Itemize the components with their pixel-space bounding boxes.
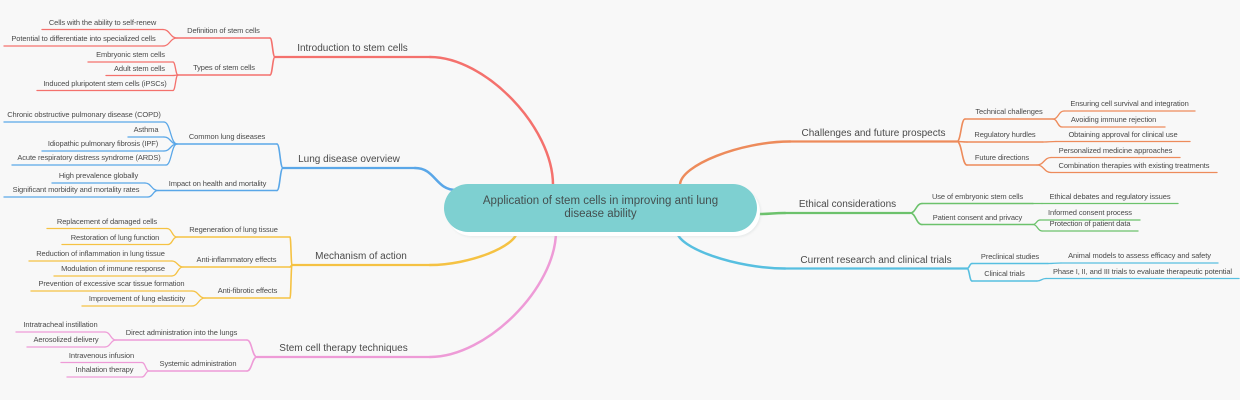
node-systemic-administration[interactable]: Systemic administration (159, 359, 237, 368)
link-improvement-of-lung-elasticity (191, 297, 206, 307)
link-combination-therapies-with-existing-treatm (1036, 164, 1052, 174)
link-significant-morbidity-and-mortality-rates (147, 189, 159, 198)
node-avoiding-immune-rejection[interactable]: Avoiding immune rejection (1070, 115, 1157, 124)
node-stem-cell-therapy-techniques[interactable]: Stem cell therapy techniques (279, 343, 408, 354)
link-modulation-of-immune-response (171, 266, 184, 277)
node-impact-on-health-and-mortality[interactable]: Impact on health and mortality (168, 178, 267, 188)
node-lung-disease-overview[interactable]: Lung disease overview (298, 154, 400, 165)
node-cells-with-the-ability-to-self-renew[interactable]: Cells with the ability to self-renew (48, 17, 157, 27)
node-technical-challenges[interactable]: Technical challenges (975, 107, 1043, 116)
link-common-lung-diseases (276, 143, 284, 169)
node-direct-administration-into-the-lungs[interactable]: Direct administration into the lungs (125, 328, 238, 337)
node-animal-models-to-assess-efficacy-and-safet[interactable]: Animal models to assess efficacy and saf… (1068, 251, 1211, 260)
link-impact-on-health-and-mortality (276, 167, 284, 192)
link-direct-administration-into-the-lungs (246, 339, 258, 358)
node-improvement-of-lung-elasticity[interactable]: Improvement of lung elasticity (88, 294, 186, 303)
link-central-lung-disease (413, 166, 458, 192)
node-obtaining-approval-for-clinical-use[interactable]: Obtaining approval for clinical use (1068, 129, 1178, 139)
node-current-research-and-clinical-trials[interactable]: Current research and clinical trials (800, 254, 952, 266)
link-types-of-stem-cells (269, 56, 276, 76)
node-significant-morbidity-and-mortality-rates[interactable]: Significant morbidity and mortality rate… (12, 185, 140, 194)
link-central-challenges (678, 140, 792, 187)
node-future-directions[interactable]: Future directions (974, 153, 1030, 162)
node-asthma[interactable]: Asthma (133, 125, 159, 134)
node-idiopathic-pulmonary-fibrosis-ipf[interactable]: Idiopathic pulmonary fibrosis (IPF) (47, 139, 159, 148)
node-modulation-of-immune-response[interactable]: Modulation of immune response (61, 264, 165, 273)
node-aerosolized-delivery[interactable]: Aerosolized delivery (33, 335, 99, 344)
node-preclinical-studies[interactable]: Preclinical studies (980, 251, 1040, 261)
link-technical-challenges (956, 118, 966, 143)
node-phase-i-ii-and-iii-trials-to-evaluate-ther[interactable]: Phase I, II, and III trials to evaluate … (1052, 266, 1232, 276)
link-central-introduction (428, 55, 555, 187)
link-aerosolized-delivery (104, 339, 117, 348)
node-introduction-to-stem-cells[interactable]: Introduction to stem cells (297, 43, 408, 54)
link-informed-consent-process (1032, 219, 1041, 226)
node-embryonic-stem-cells[interactable]: Embryonic stem cells (96, 50, 165, 59)
node-personalized-medicine-approaches[interactable]: Personalized medicine approaches (1058, 145, 1173, 155)
link-future-directions (956, 140, 968, 166)
node-potential-to-differentiate-into-specialize[interactable]: Potential to differentiate into speciali… (11, 34, 156, 43)
node-protection-of-patient-data[interactable]: Protection of patient data (1049, 219, 1131, 228)
node-induced-pluripotent-stem-cells-ipscs[interactable]: Induced pluripotent stem cells (iPSCs) (43, 78, 167, 88)
link-acute-respiratory-distress-syndrome-ards (165, 143, 178, 166)
node-patient-consent-and-privacy[interactable]: Patient consent and privacy (932, 212, 1023, 222)
link-potential-to-differentiate-into-specialize (162, 37, 178, 47)
central-topic-label: Application of stem cells in improving a… (482, 195, 719, 220)
link-regeneration-of-lung-tissue (289, 236, 293, 266)
node-anti-inflammatory-effects[interactable]: Anti-inflammatory effects (196, 255, 277, 264)
link-intratracheal-instillation (104, 331, 117, 341)
node-restoration-of-lung-function[interactable]: Restoration of lung function (70, 232, 160, 242)
node-regeneration-of-lung-tissue[interactable]: Regeneration of lung tissue (189, 225, 278, 234)
node-chronic-obstructive-pulmonary-disease-copd[interactable]: Chronic obstructive pulmonary disease (C… (7, 110, 161, 119)
node-adult-stem-cells[interactable]: Adult stem cells (114, 63, 165, 73)
link-cells-with-the-ability-to-self-renew (162, 28, 178, 39)
link-central-research (675, 229, 787, 270)
node-informed-consent-process[interactable]: Informed consent process (1048, 208, 1132, 217)
link-avoiding-immune-rejection (1052, 118, 1063, 128)
node-acute-respiratory-distress-syndrome-ards[interactable]: Acute respiratory distress syndrome (ARD… (17, 153, 161, 162)
node-use-of-embryonic-stem-cells[interactable]: Use of embryonic stem cells (931, 191, 1024, 201)
link-central-therapy-techniques (428, 229, 558, 359)
node-high-prevalence-globally[interactable]: High prevalence globally (58, 171, 139, 180)
node-ethical-considerations[interactable]: Ethical considerations (798, 199, 897, 210)
node-prevention-of-excessive-scar-tissue-format[interactable]: Prevention of excessive scar tissue form… (38, 279, 185, 288)
link-obtaining-approval-for-clinical-use (1042, 140, 1057, 143)
link-replacement-of-damaged-cells (166, 227, 178, 238)
node-mechanism-of-action[interactable]: Mechanism of action (315, 251, 407, 262)
link-animal-models-to-assess-efficacy-and-safet (1047, 262, 1062, 265)
node-ethical-debates-and-regulatory-issues[interactable]: Ethical debates and regulatory issues (1049, 191, 1171, 201)
node-types-of-stem-cells[interactable]: Types of stem cells (193, 63, 255, 72)
link-systemic-administration (246, 356, 258, 372)
link-phase-i-ii-and-iii-trials-to-evaluate-ther (1036, 277, 1047, 282)
node-inhalation-therapy[interactable]: Inhalation therapy (75, 365, 134, 374)
link-intravenous-infusion (141, 361, 150, 372)
link-restoration-of-lung-function (167, 236, 178, 246)
node-definition-of-stem-cells[interactable]: Definition of stem cells (187, 26, 260, 35)
node-intravenous-infusion[interactable]: Intravenous infusion (68, 350, 135, 360)
link-anti-fibrotic-effects (289, 264, 293, 299)
link-patient-consent-and-privacy (909, 212, 923, 226)
node-replacement-of-damaged-cells[interactable]: Replacement of damaged cells (56, 216, 158, 226)
node-anti-fibrotic-effects[interactable]: Anti-fibrotic effects (217, 286, 278, 295)
node-intratracheal-instillation[interactable]: Intratracheal instillation (23, 320, 98, 329)
link-inhalation-therapy (141, 370, 150, 378)
link-personalized-medicine-approaches (1036, 156, 1052, 166)
link-reduction-of-inflammation-in-lung-tissue (171, 260, 184, 268)
link-preclinical-studies (966, 262, 973, 270)
node-common-lung-diseases[interactable]: Common lung diseases (188, 132, 266, 141)
link-central-ethical (757, 211, 787, 216)
link-prevention-of-excessive-scar-tissue-format (191, 290, 206, 299)
link-protection-of-patient-data (1032, 223, 1043, 232)
node-regulatory-hurdles[interactable]: Regulatory hurdles (974, 130, 1036, 139)
node-challenges-and-future-prospects[interactable]: Challenges and future prospects (801, 127, 946, 139)
link-use-of-embryonic-stem-cells (909, 202, 923, 214)
node-combination-therapies-with-existing-treatm[interactable]: Combination therapies with existing trea… (1058, 160, 1210, 170)
central-topic-node[interactable]: Application of stem cells in improving a… (444, 184, 757, 232)
node-clinical-trials[interactable]: Clinical trials (984, 269, 1025, 278)
link-central-mechanism (428, 229, 519, 267)
node-ensuring-cell-survival-and-integration[interactable]: Ensuring cell survival and integration (1070, 99, 1189, 108)
link-induced-pluripotent-stem-cells-ipscs (172, 74, 179, 92)
node-reduction-of-inflammation-in-lung-tissue[interactable]: Reduction of inflammation in lung tissue (36, 249, 165, 258)
